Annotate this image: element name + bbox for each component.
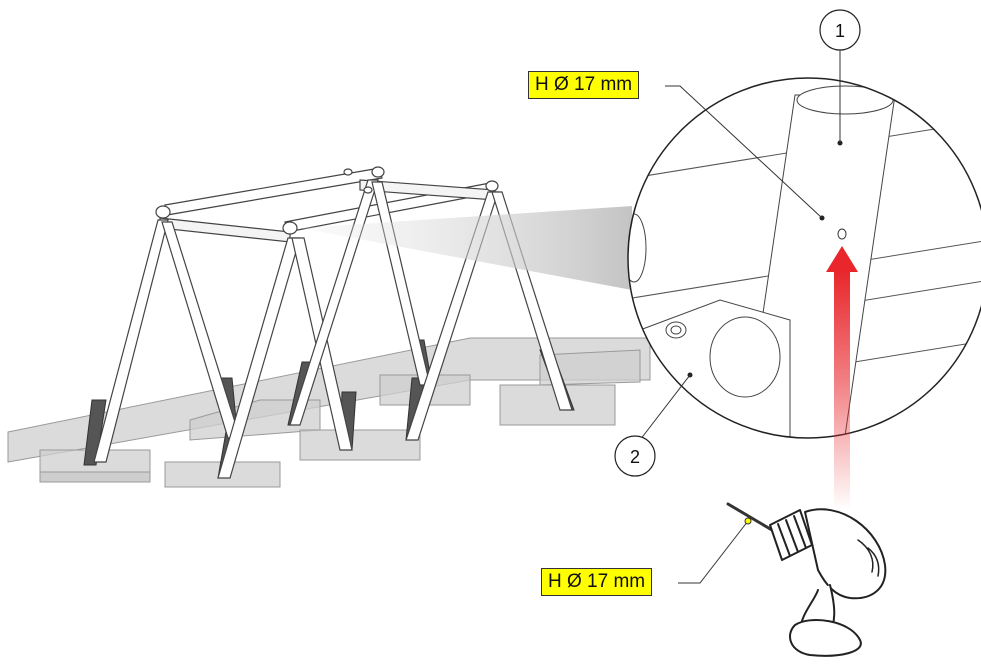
magnifier-cone bbox=[300, 206, 632, 290]
foundation-slabs bbox=[7, 337, 651, 488]
callout-1-number: 1 bbox=[835, 21, 845, 41]
drill-icon bbox=[726, 502, 887, 657]
callout-2: 2 bbox=[614, 435, 656, 477]
hole-size-label-bottom: H Ø 17 mm bbox=[541, 568, 653, 596]
callout-1: 1 bbox=[819, 9, 861, 51]
drill-bit bbox=[726, 502, 774, 532]
drill-hole bbox=[837, 228, 847, 240]
swing-frame bbox=[93, 166, 573, 479]
hole-size-label-top: H Ø 17 mm bbox=[528, 71, 640, 99]
drill-direction-arrow bbox=[826, 246, 858, 510]
callout-2-number: 2 bbox=[630, 447, 640, 467]
leader-lines bbox=[639, 50, 841, 584]
detail-magnifier bbox=[627, 77, 981, 439]
